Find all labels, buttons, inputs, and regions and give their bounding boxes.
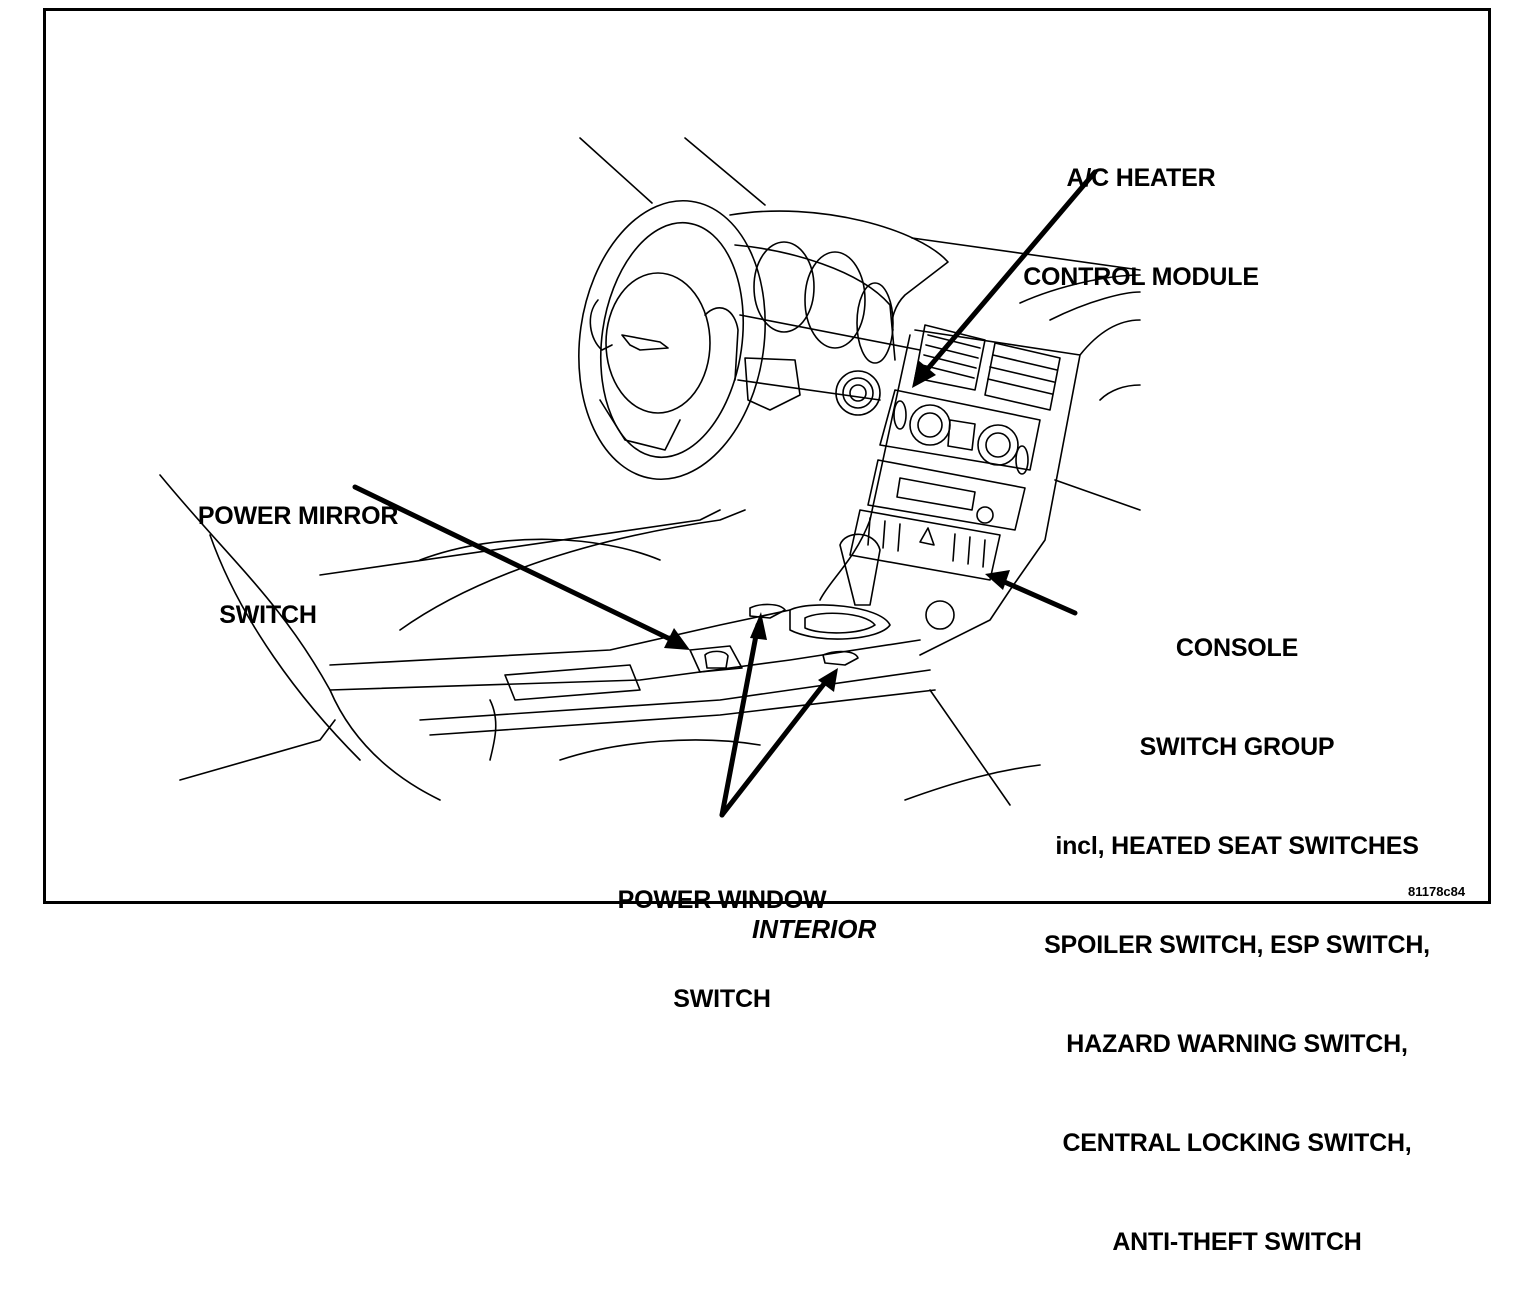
arrowhead-power-window-1 [750,612,767,640]
hvac-knob-right [977,424,1019,466]
shift-boot [789,604,891,640]
vent-right-slats [987,354,1058,395]
steering-spoke-right [704,307,739,381]
door-panel [1079,319,1141,356]
emblem [621,334,669,351]
armrest-panel [504,664,641,701]
hvac-slot-right [1015,445,1029,475]
label-line: CENTRAL LOCKING SWITCH, [1062,1129,1412,1157]
label-line: SWITCH [673,985,771,1013]
cluster-hood [734,244,896,361]
steering-spoke-left [589,299,613,351]
switch-row [849,509,1001,581]
arrowhead-console-switch [985,570,1010,590]
console-base [419,669,931,721]
passenger-seat-edge [179,719,336,781]
mirror-switch-housing [689,645,743,673]
arrowhead-power-window-2 [818,668,838,692]
shift-knob [839,533,881,606]
gauge-center [804,251,866,349]
vent-right [984,342,1061,411]
dashboard-right-2 [1049,291,1141,321]
radio-display [896,477,976,511]
hvac-panel [879,389,1041,471]
center-stack-outline [914,329,1081,656]
label-line: incl, HEATED SEAT SWITCHES [1055,832,1419,860]
hazard-triangle [919,527,935,546]
center-stack-left [819,334,911,601]
arrow-power-mirror [352,484,675,643]
passenger-seat-inner [209,534,361,761]
console-base-2 [429,689,936,736]
arrow-power-window-1 [719,622,761,818]
label-console-switch-group: CONSOLE SWITCH GROUP incl, HEATED SEAT S… [1020,566,1454,1292]
steering-wheel-inner [599,221,745,459]
column-shroud [744,357,801,411]
ignition-ring-2 [842,377,874,409]
radio-panel [867,459,1026,531]
floor-line [929,689,1011,806]
floor-line-3 [904,764,1041,801]
arrowhead-ac-heater [912,360,936,388]
radio-knob [976,506,994,524]
gauge-right [856,282,894,364]
arrowhead-power-mirror [664,628,690,650]
arrow-console-switch [997,577,1078,616]
ignition-ring-3 [849,384,867,402]
label-line: CONTROL MODULE [1023,263,1259,291]
hvac-slot-left [893,400,907,430]
window-switch-front [749,603,786,619]
label-power-mirror-switch: POWER MIRROR SWITCH [180,434,416,665]
dashboard-right [1019,274,1141,304]
ignition-ring-1 [835,370,881,416]
a-pillar-line [579,137,653,204]
a-pillar-line-2 [684,137,766,206]
window-switch-rear [822,650,859,666]
switch-buttons [867,517,986,568]
hvac-knob-left [909,404,951,446]
mirror-switch-knob [704,650,729,669]
label-line: SWITCH GROUP [1139,733,1335,761]
arrow-power-window-2 [719,677,830,818]
label-line: POWER WINDOW [617,886,827,914]
label-line: CONSOLE [1175,634,1299,662]
label-line: SPOILER SWITCH, ESP SWITCH, [1044,931,1430,959]
console-front-curve [489,699,497,761]
label-ac-heater-control-module: A/C HEATER CONTROL MODULE [1005,96,1277,327]
hvac-knob-right-inner [985,432,1011,458]
arrow-heads [664,360,1010,692]
door-panel-2 [1099,384,1141,401]
floor-line-2 [559,739,761,761]
passenger-seat-left [159,474,441,801]
label-line: HAZARD WARNING SWITCH, [1066,1030,1408,1058]
callout-arrows [352,169,1098,818]
label-line: ANTI-THEFT SWITCH [1112,1228,1362,1256]
shift-gate [804,612,876,634]
label-line: POWER MIRROR [197,502,399,530]
dash-lower [739,314,921,351]
seat-bolster [319,509,721,576]
interior-line-drawing [159,137,1141,818]
steering-spoke-bottom [599,399,681,451]
figure-caption: INTERIOR [752,914,877,944]
arrow-ac-heater [922,169,1098,375]
dash-lower-2 [737,379,881,401]
figure-frame [43,8,1491,904]
dashboard-top [729,210,949,331]
console-knob [925,600,955,630]
driver-seat-2 [419,538,661,561]
driver-seat [399,509,746,631]
label-line: SWITCH [219,601,317,629]
airbag-hub [605,272,711,414]
label-line: A/C HEATER [1066,164,1216,192]
figure-id: 81178c84 [1408,884,1466,899]
hvac-buttons [947,419,976,451]
door-line [1054,479,1141,511]
steering-wheel-outer [578,199,766,481]
hvac-knob-left-inner [917,412,943,438]
gauge-left [753,241,815,333]
